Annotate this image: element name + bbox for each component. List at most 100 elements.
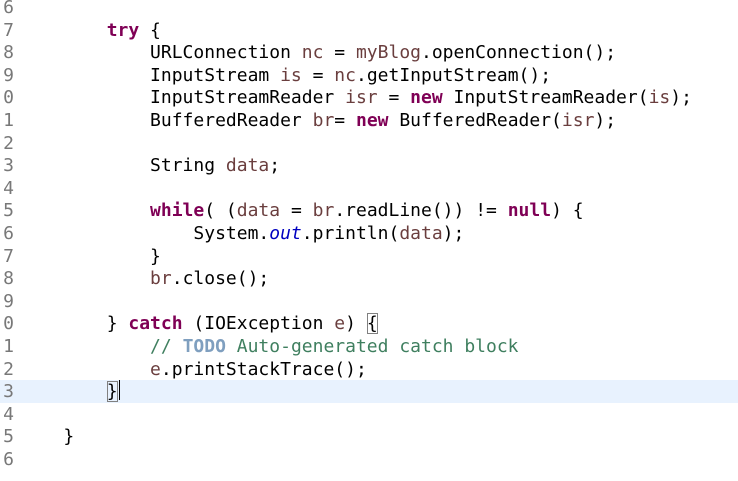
line-number: 2	[0, 132, 14, 155]
line-number: 6	[0, 448, 14, 471]
code-line[interactable]: 7 }	[0, 245, 738, 268]
code-token: System.	[20, 223, 270, 244]
code-line[interactable]: 9	[0, 290, 738, 313]
line-number-text: 6	[3, 223, 14, 244]
line-number: 1	[0, 335, 14, 358]
code-token: BufferedReader(	[388, 110, 562, 131]
code-token	[20, 336, 150, 357]
code-token: =	[280, 200, 313, 222]
code-text[interactable]: try {	[20, 19, 161, 42]
code-text[interactable]: BufferedReader br= new BufferedReader(is…	[20, 109, 616, 132]
code-token: }	[20, 313, 129, 335]
code-token: InputStreamReader(	[442, 87, 649, 109]
code-line[interactable]: 8 URLConnection nc = myBlog.openConnecti…	[0, 41, 738, 64]
code-token: =	[301, 64, 335, 86]
code-line[interactable]: 5 while( (data = br.readLine()) != null)…	[0, 199, 738, 222]
code-token: )	[345, 313, 367, 335]
code-token: .openConnection();	[421, 42, 617, 64]
code-token: =	[377, 87, 411, 109]
keyword-token: catch	[128, 313, 183, 335]
code-token: InputStreamReader	[20, 87, 346, 109]
code-text[interactable]: while( (data = br.readLine()) != null) {	[20, 199, 584, 222]
code-line-current[interactable]: 3 }	[0, 380, 738, 404]
variable-token: isr	[561, 110, 595, 131]
code-line[interactable]: 2 e.printStackTrace();	[0, 358, 738, 381]
code-line[interactable]: 4	[0, 177, 738, 200]
line-number: 8	[0, 267, 14, 290]
code-token: );	[670, 87, 692, 109]
line-number: 9	[0, 64, 14, 87]
code-line[interactable]: 1 BufferedReader br= new BufferedReader(…	[0, 109, 738, 132]
keyword-token: new	[410, 87, 443, 109]
code-line[interactable]: 8 br.close();	[0, 267, 738, 290]
code-text[interactable]: // TODO Auto-generated catch block	[20, 335, 518, 358]
code-line[interactable]: 6	[0, 0, 738, 19]
code-line[interactable]: 1 // TODO Auto-generated catch block	[0, 335, 738, 358]
code-line[interactable]: 4	[0, 403, 738, 426]
code-line[interactable]: 0 InputStreamReader isr = new InputStrea…	[0, 86, 738, 109]
code-text[interactable]: } catch (IOException e) {	[20, 312, 378, 335]
code-line[interactable]: 7 try {	[0, 19, 738, 42]
code-token: ;	[269, 155, 281, 177]
line-number-text: 7	[3, 19, 14, 41]
code-token	[20, 268, 150, 289]
line-number-text: 4	[3, 403, 14, 425]
code-line[interactable]: 2	[0, 132, 738, 155]
code-text[interactable]: InputStreamReader isr = new InputStreamR…	[20, 86, 692, 109]
line-number-text: 7	[3, 245, 14, 267]
line-number: 0	[0, 86, 14, 109]
line-number-text: 1	[3, 336, 14, 357]
code-text[interactable]: }	[20, 245, 161, 268]
code-text[interactable]: }	[20, 380, 120, 403]
code-text[interactable]: InputStream is = nc.getInputStream();	[20, 64, 551, 87]
code-text[interactable]: String data;	[20, 154, 280, 177]
keyword-token: null	[507, 200, 552, 222]
code-text[interactable]: br.close();	[20, 267, 269, 290]
code-line[interactable]: 9 InputStream is = nc.getInputStream();	[0, 64, 738, 87]
line-number: 6	[0, 0, 14, 19]
code-line[interactable]: 3 String data;	[0, 154, 738, 177]
comment-token: //	[150, 336, 183, 357]
code-text[interactable]: URLConnection nc = myBlog.openConnection…	[20, 41, 616, 64]
line-number-text: 8	[3, 268, 14, 290]
code-token: );	[594, 110, 617, 131]
line-number-text: 3	[3, 381, 14, 403]
code-token: =	[323, 42, 356, 64]
variable-token: br	[312, 200, 335, 222]
field-token: out	[269, 223, 302, 244]
line-number: 3	[0, 154, 14, 177]
code-token: }	[20, 245, 161, 267]
code-token: .close();	[171, 268, 270, 290]
code-token: =	[334, 110, 356, 131]
code-line[interactable]: 5 }	[0, 425, 738, 448]
variable-token: isr	[345, 87, 378, 109]
code-token	[20, 20, 107, 41]
line-number: 1	[0, 109, 14, 132]
variable-token: myBlog	[355, 42, 421, 64]
keyword-token: try	[106, 19, 140, 41]
variable-token: nc	[334, 64, 356, 86]
line-number-text: 1	[3, 110, 14, 131]
variable-token: nc	[301, 42, 324, 64]
line-number-text: 6	[3, 449, 14, 470]
line-number-text: 0	[3, 87, 14, 109]
code-token: URLConnection	[20, 42, 302, 64]
variable-token: data	[225, 155, 270, 177]
code-token: {	[139, 19, 161, 41]
todo-tag: TODO	[182, 336, 226, 357]
line-number: 6	[0, 222, 14, 245]
line-number: 7	[0, 245, 14, 268]
code-text[interactable]: e.printStackTrace();	[20, 358, 367, 381]
variable-token: e	[334, 313, 346, 335]
line-number-text: 4	[3, 177, 14, 199]
code-line[interactable]: 0 } catch (IOException e) {	[0, 312, 738, 335]
code-token: InputStream	[20, 64, 281, 86]
code-line[interactable]: 6 System.out.println(data);	[0, 222, 738, 245]
line-number: 8	[0, 41, 14, 64]
code-text[interactable]: }	[20, 425, 74, 448]
code-line[interactable]: 6	[0, 448, 738, 471]
code-text[interactable]: System.out.println(data);	[20, 222, 464, 245]
variable-token: data	[399, 223, 443, 244]
text-caret	[118, 380, 120, 401]
